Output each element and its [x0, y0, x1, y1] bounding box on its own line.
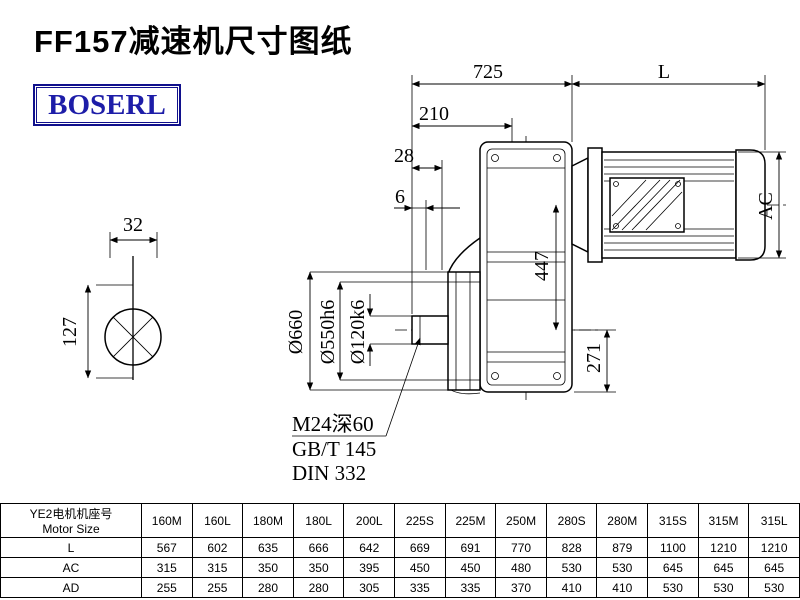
dim-label-32: 32: [123, 214, 143, 236]
table-cell: 410: [596, 577, 649, 598]
boserl-logo: BOSERL: [33, 84, 181, 126]
table-cell: 1100: [647, 537, 699, 558]
dim-label-L: L: [658, 61, 670, 83]
size-header: 160L: [191, 503, 244, 538]
table-cell: 315: [191, 557, 244, 578]
table-cell: 530: [748, 577, 800, 598]
table-cell: 335: [444, 577, 497, 598]
size-header: 180M: [242, 503, 294, 538]
size-header: 315L: [748, 503, 800, 538]
table-cell: 530: [647, 577, 699, 598]
table-cell: 1210: [748, 537, 800, 558]
table-cell: 480: [495, 557, 547, 578]
output-shaft: [411, 315, 449, 345]
size-header: 225M: [444, 503, 497, 538]
technical-drawing: 725 L 210 28 6 447 271 AC Ø660 Ø550h6 Ø1…: [59, 61, 786, 485]
table-cell: 691: [444, 537, 497, 558]
dim-label-120: Ø120k6: [347, 300, 369, 364]
size-header: 200L: [343, 503, 396, 538]
table-cell: 450: [394, 557, 446, 578]
table-cell: 642: [343, 537, 396, 558]
table-cell: 530: [545, 557, 598, 578]
dimension-lines: [84, 80, 783, 437]
table-cell: 280: [242, 577, 294, 598]
dim-label-660: Ø660: [285, 310, 307, 354]
gear-housing: [479, 141, 573, 393]
table-cell: 645: [748, 557, 800, 578]
table-cell: 255: [191, 577, 244, 598]
table-cell: 530: [697, 577, 750, 598]
table-cell: 450: [444, 557, 497, 578]
thread-note: M24深60 GB/T 145 DIN 332: [292, 412, 376, 485]
table-cell: 350: [292, 557, 345, 578]
dim-label-127: 127: [59, 317, 81, 347]
note-gb: GB/T 145: [292, 437, 376, 461]
table-cell: 370: [495, 577, 547, 598]
dim-label-28: 28: [394, 145, 414, 167]
row-label: AD: [0, 577, 142, 598]
table-cell: 410: [545, 577, 598, 598]
size-header: 315S: [647, 503, 699, 538]
note-din: DIN 332: [292, 461, 366, 485]
table-cell: 280: [292, 577, 345, 598]
size-header: 250M: [495, 503, 547, 538]
row-label: L: [0, 537, 142, 558]
fan-cover: [735, 149, 766, 261]
table-cell: 530: [596, 557, 649, 578]
table-cell: 350: [242, 557, 294, 578]
motor: [571, 147, 766, 263]
boserl-logo-text: BOSERL: [48, 88, 166, 121]
dimension-labels: 725 L 210 28 6 447 271 AC Ø660 Ø550h6 Ø1…: [59, 61, 777, 373]
dim-label-210: 210: [419, 103, 449, 125]
table-cell: 567: [141, 537, 193, 558]
table-cell: 770: [495, 537, 547, 558]
size-header: 280M: [596, 503, 649, 538]
page-title: FF157减速机尺寸图纸: [34, 24, 353, 59]
dim-label-6: 6: [395, 186, 405, 208]
dim-label-271: 271: [583, 343, 605, 373]
table-cell: 335: [394, 577, 446, 598]
size-header: 280S: [545, 503, 598, 538]
table-cell: 315: [141, 557, 193, 578]
table-cell: 395: [343, 557, 396, 578]
dim-label-725: 725: [473, 61, 503, 83]
table-cell: 255: [141, 577, 193, 598]
size-header: 225S: [394, 503, 446, 538]
table-cell: 1210: [697, 537, 750, 558]
shaft-end-view: [104, 256, 162, 380]
size-header: 160M: [141, 503, 193, 538]
table-cell: 828: [545, 537, 598, 558]
table-cell: 635: [242, 537, 294, 558]
size-header: 180L: [292, 503, 345, 538]
table-cell: 645: [697, 557, 750, 578]
note-thread: M24深60: [292, 412, 374, 436]
table-cell: 879: [596, 537, 649, 558]
output-flange: [411, 237, 481, 395]
size-header: 315M: [697, 503, 750, 538]
table-cell: 602: [191, 537, 244, 558]
motor-nameplate: [609, 177, 685, 233]
table-cell: 645: [647, 557, 699, 578]
table-cell: 666: [292, 537, 345, 558]
dim-label-447: 447: [531, 251, 553, 281]
row-label: AC: [0, 557, 142, 578]
dim-label-AC: AC: [755, 192, 777, 220]
dim-label-550: Ø550h6: [317, 300, 339, 364]
table-cell: 305: [343, 577, 396, 598]
table-cell: 669: [394, 537, 446, 558]
